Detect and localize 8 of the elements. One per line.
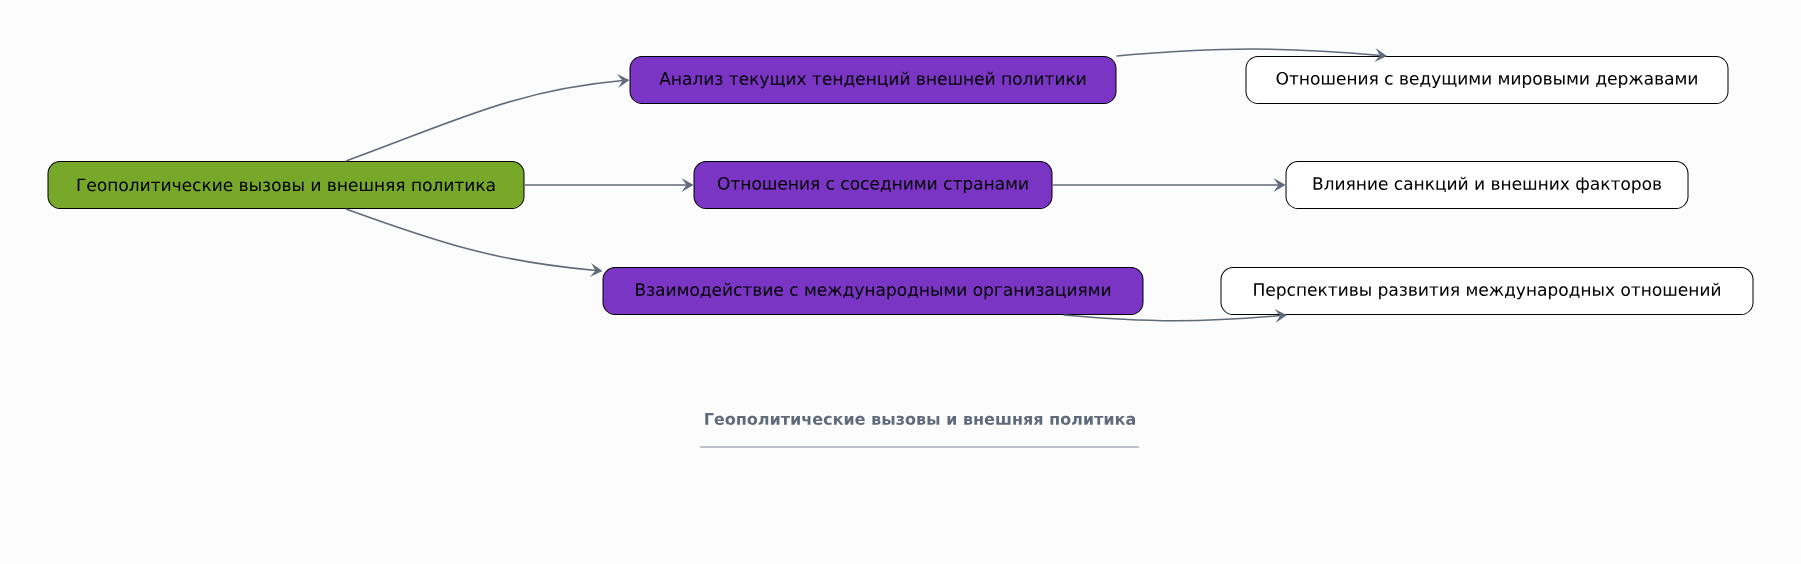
- topic-box: Геополитические вызовы и внешняя политика: [47, 161, 525, 209]
- outcome-box: Влияние санкций и внешних факторов: [1285, 161, 1689, 209]
- outcome-box: Отношения с ведущими мировыми державами: [1245, 56, 1729, 104]
- process-box: Анализ текущих тенденций внешней политики: [629, 56, 1117, 104]
- outcome-box: Перспективы развития международных отношений: [1220, 267, 1754, 315]
- process-box: Отношения с соседними странами: [693, 161, 1053, 209]
- process-box: Взаимодействие с международными организациями: [602, 267, 1144, 315]
- caption: Геополитические вызовы и внешняя политика: [705, 413, 1135, 425]
